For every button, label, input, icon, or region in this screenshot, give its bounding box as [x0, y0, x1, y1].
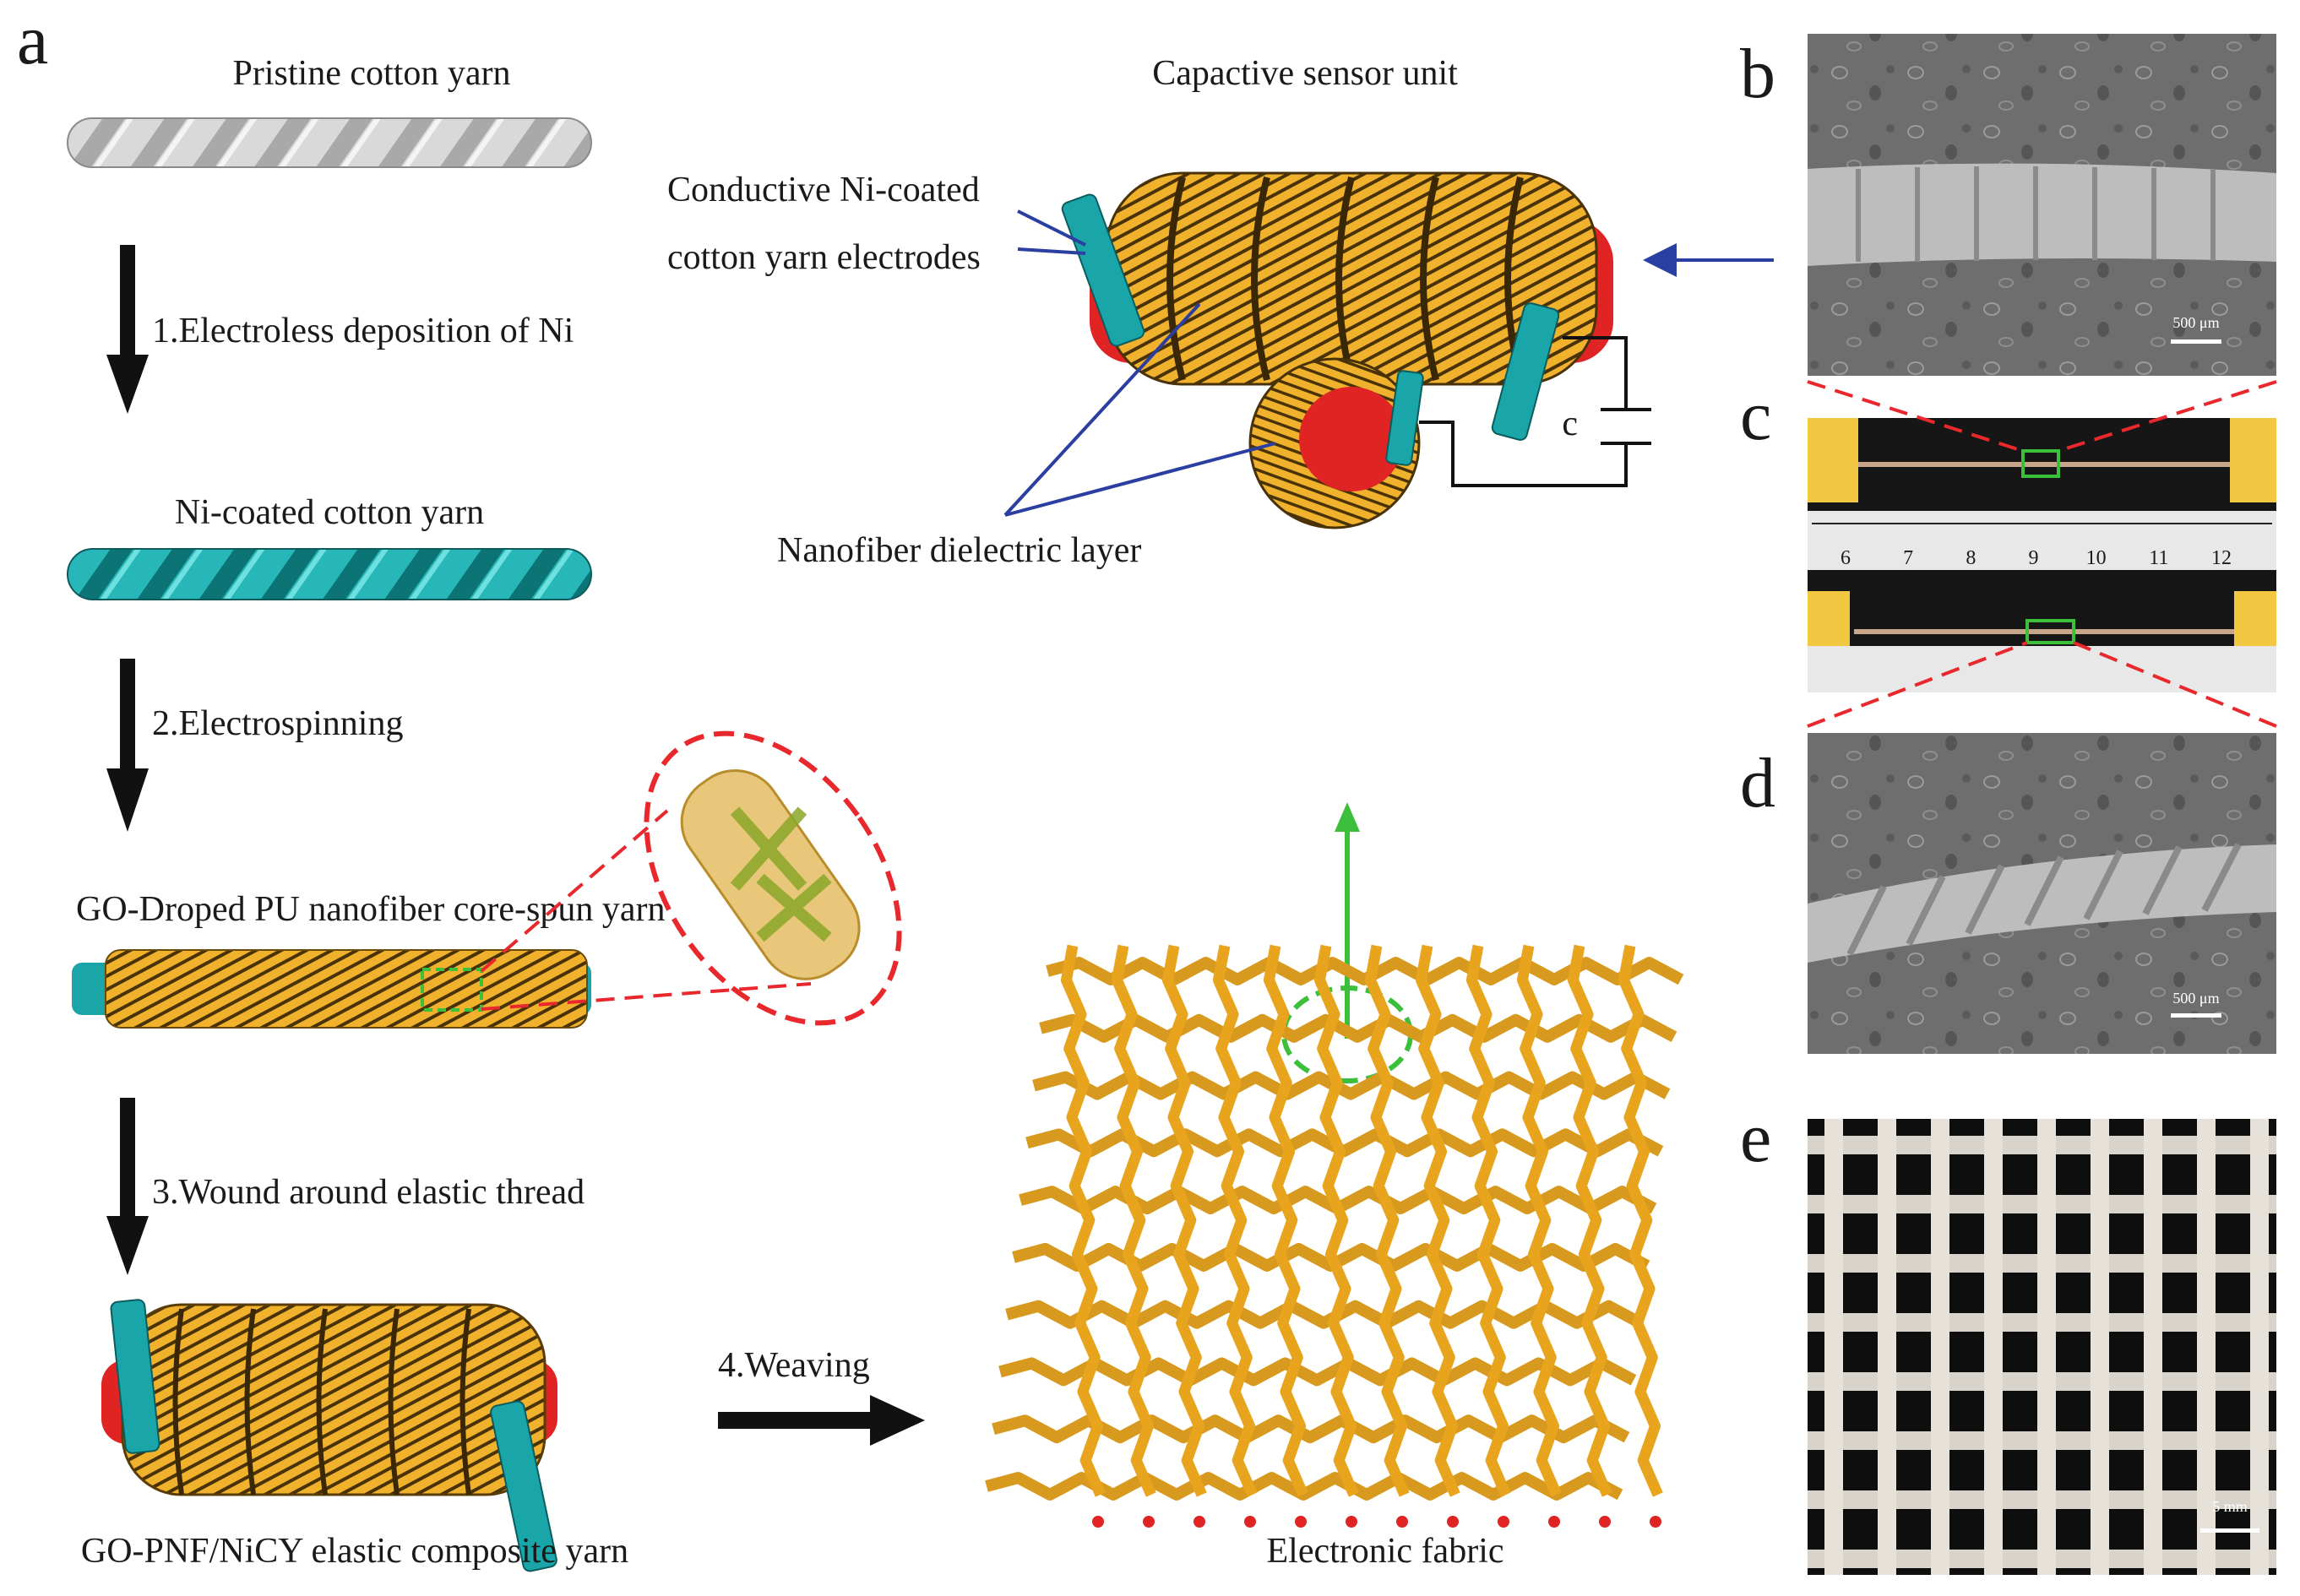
- elastic-composite-yarn: [101, 1299, 557, 1572]
- warp-thread: [1212, 944, 1258, 1497]
- warp-thread: [1111, 944, 1156, 1497]
- capacitor-label: c: [1562, 404, 1578, 443]
- photo-c: [1808, 418, 2276, 692]
- sensor-unit-illustration: [1061, 171, 1613, 529]
- thread-end: [1295, 1516, 1307, 1528]
- ruler-tick-label: 11: [2149, 547, 2168, 569]
- weft-thread: [1046, 957, 1684, 985]
- thread-end: [1092, 1516, 1104, 1528]
- electrode-label-line1: Conductive Ni-coated: [667, 171, 980, 209]
- step2-arrow: [106, 659, 149, 832]
- scale-bar-e: 5 mm: [2212, 1498, 2248, 1515]
- photo-e-woven-fabric: [1808, 1119, 2276, 1575]
- warp-thread: [1618, 944, 1663, 1497]
- warp-thread: [1415, 944, 1460, 1497]
- step2-label: 2.Electrospinning: [152, 704, 403, 743]
- weaving-arrow: [718, 1395, 925, 1446]
- ruler-tick-label: 8: [1966, 547, 1976, 569]
- fabric-warp: [2144, 1119, 2162, 1575]
- warp-thread: [1567, 944, 1612, 1497]
- ruler-tick-label: 6: [1841, 547, 1851, 569]
- scale-bar-d: 500 μm: [2172, 990, 2219, 1007]
- weft-thread: [992, 1414, 1630, 1444]
- fabric-warp: [1984, 1119, 2003, 1575]
- fabric-warp: [2197, 1119, 2216, 1575]
- step1-label: 1.Electroless deposition of Ni: [152, 312, 574, 350]
- fabric-warp: [1824, 1119, 1843, 1575]
- scale-bar-e-line: [2200, 1528, 2259, 1533]
- thread-end: [1548, 1516, 1560, 1528]
- ni-coated-yarn-label: Ni-coated cotton yarn: [175, 493, 484, 532]
- warp-thread: [1263, 944, 1308, 1497]
- warp-thread: [1465, 944, 1511, 1497]
- weft-thread: [1039, 1013, 1677, 1043]
- panel-label-b: b: [1740, 35, 1775, 113]
- weft-thread: [998, 1357, 1637, 1387]
- pristine-yarn-label: Pristine cotton yarn: [233, 54, 511, 93]
- thread-end: [1346, 1516, 1357, 1528]
- ni-coated-cotton-yarn: [67, 548, 592, 600]
- step1-arrow: [106, 245, 149, 414]
- fabric-warp: [2037, 1119, 2056, 1575]
- dielectric-label: Nanofiber dielectric layer: [777, 531, 1141, 570]
- panel-label-a: a: [17, 1, 48, 79]
- thread-end: [1244, 1516, 1256, 1528]
- go-pu-yarn-label: GO-Droped PU nanofiber core-spun yarn: [76, 890, 665, 929]
- step3-label: 3.Wound around elastic thread: [152, 1173, 585, 1212]
- circuit-wires: [1419, 336, 1651, 487]
- zoom-lines-c: [1807, 380, 2277, 728]
- pointer-lines: [1003, 209, 1774, 517]
- fabric-warp: [1931, 1119, 1949, 1575]
- panel-label-c: c: [1740, 377, 1771, 455]
- zoom-callout: [480, 730, 902, 1026]
- ruler-tick-label: 12: [2211, 547, 2232, 569]
- fabric-warp: [1878, 1119, 1896, 1575]
- weaving-label: 4.Weaving: [718, 1346, 870, 1385]
- fabric-label: Electronic fabric: [1267, 1532, 1504, 1571]
- woven-fabric-grid: [985, 944, 1684, 1528]
- scale-bar-b: 500 μm: [2172, 314, 2219, 331]
- unit-vector-arrow: [1281, 802, 1413, 1083]
- warp-thread: [1161, 944, 1207, 1497]
- thread-end: [1447, 1516, 1459, 1528]
- thread-end: [1396, 1516, 1408, 1528]
- sensor-unit-title: Capactive sensor unit: [1152, 54, 1458, 93]
- ruler-tick-label: 9: [2029, 547, 2039, 569]
- electrode-label-line2: cotton yarn electrodes: [667, 238, 981, 277]
- composite-yarn-label: GO-PNF/NiCY elastic composite yarn: [81, 1532, 628, 1571]
- nanofiber-core-spun-yarn: [72, 949, 591, 1029]
- fabric-warp: [2091, 1119, 2109, 1575]
- thread-end: [1498, 1516, 1509, 1528]
- sem-image-b: [1808, 34, 2276, 376]
- warp-thread: [1364, 944, 1410, 1497]
- panel-label-d: d: [1740, 744, 1775, 822]
- ruler-tick-label: 10: [2086, 547, 2107, 569]
- sem-image-d: [1808, 733, 2276, 1054]
- ruler-tick-label: 7: [1903, 547, 1913, 569]
- warp-thread: [1313, 944, 1359, 1497]
- thread-end: [1650, 1516, 1661, 1528]
- fabric-warp: [2250, 1119, 2269, 1575]
- ruler-tick-labels: 6 7 8 9 10 11 12: [1841, 547, 2232, 569]
- warp-thread: [1516, 944, 1562, 1497]
- thread-end: [1599, 1516, 1611, 1528]
- pristine-cotton-yarn: [67, 117, 592, 168]
- panel-label-e: e: [1740, 1099, 1771, 1177]
- thread-end: [1193, 1516, 1205, 1528]
- warp-thread: [1060, 944, 1106, 1497]
- thread-end: [1143, 1516, 1155, 1528]
- step3-arrow: [106, 1098, 149, 1275]
